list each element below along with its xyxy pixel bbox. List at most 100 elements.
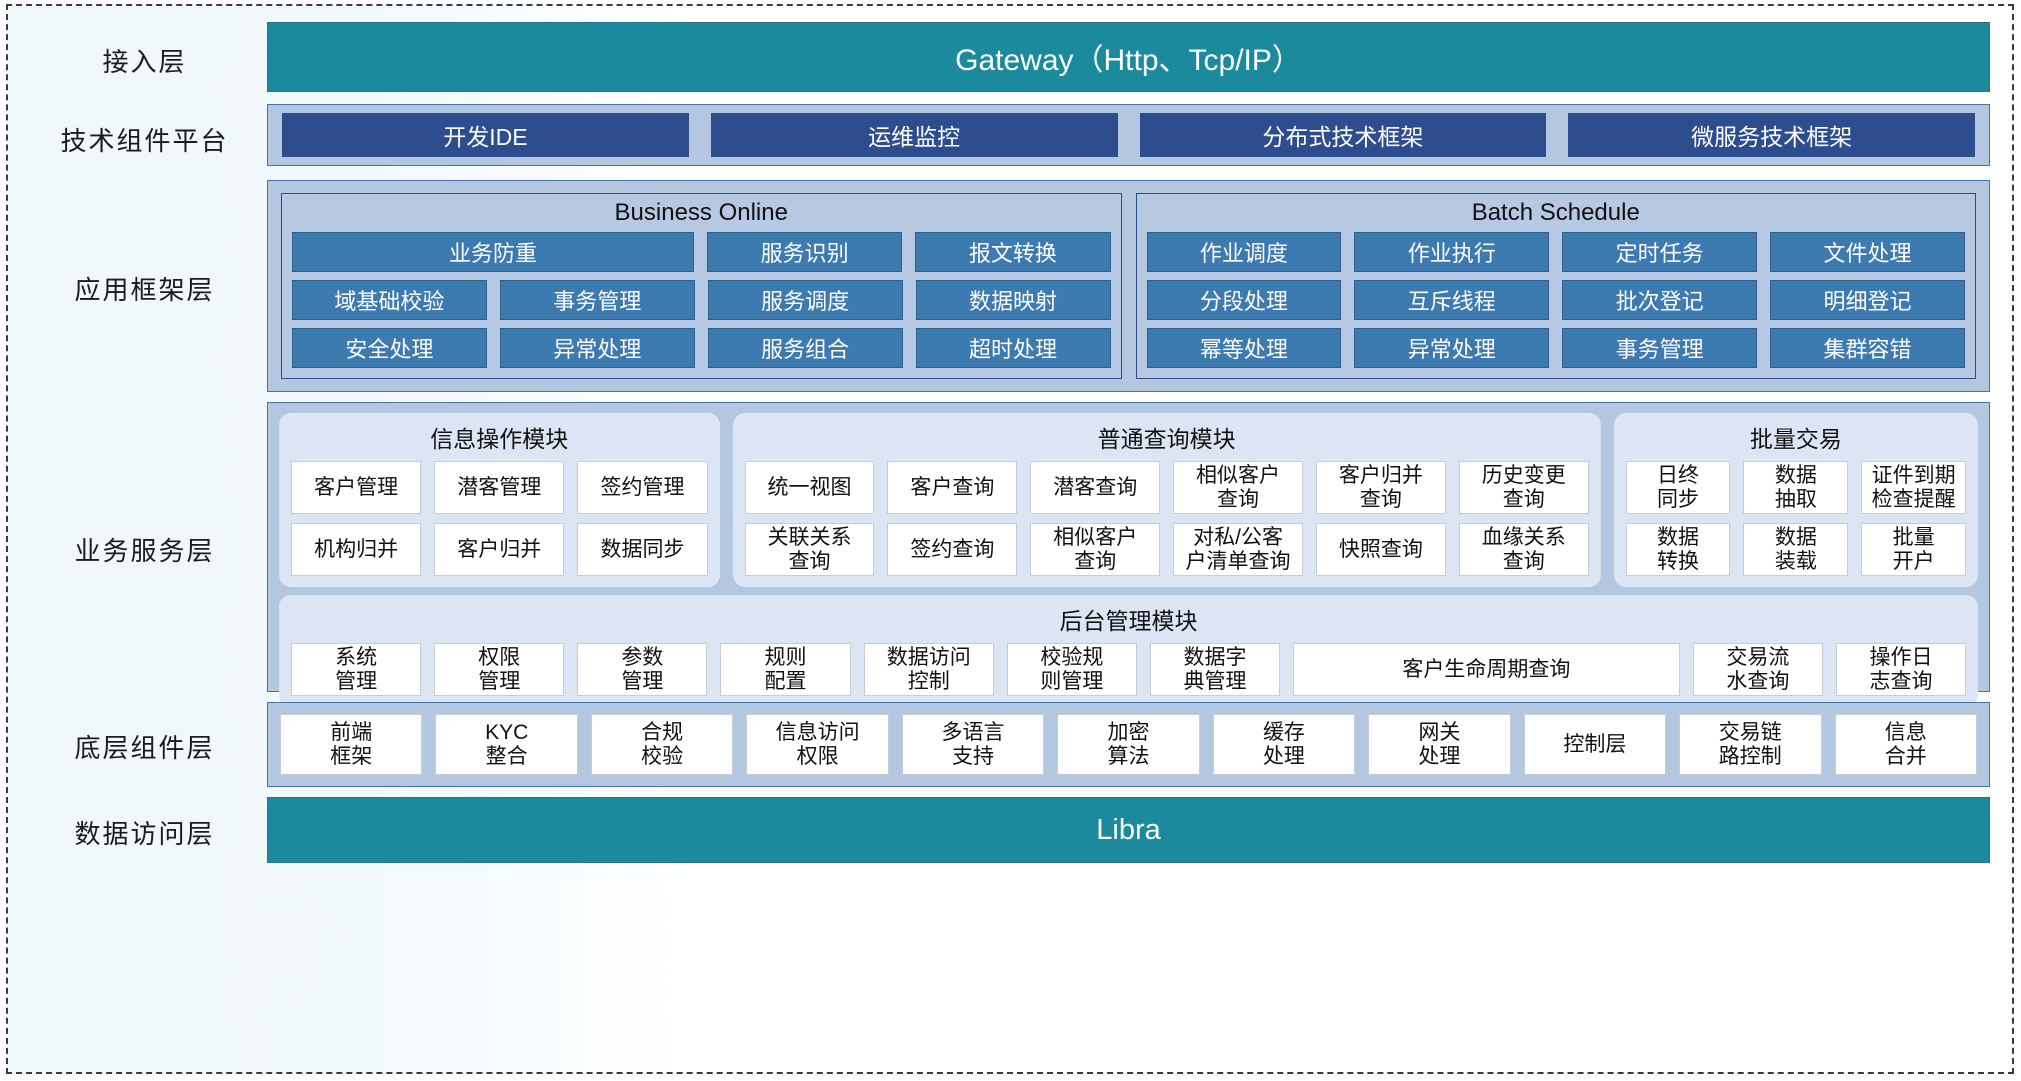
base-cell-gateway-handling[interactable]: 网关处理 [1368,714,1511,775]
base-cell-frontend-framework[interactable]: 前端框架 [280,714,423,775]
svc-cell-similar-customer-query[interactable]: 相似客户查询 [1173,461,1303,515]
module-common-query: 普通查询模块 统一视图 客户查询 潜客查询 相似客户查询 客户归并查询 历史变更… [732,413,1601,588]
tech-item-microservice-framework[interactable]: 微服务技术框架 [1568,113,1975,157]
fw-cell-detail-registration[interactable]: 明细登记 [1770,280,1965,320]
layer-data-access: 数据访问层 Libra [22,797,1990,867]
svc-cell-operation-log-query[interactable]: 操作日志查询 [1835,643,1967,697]
fw-cell-data-mapping[interactable]: 数据映射 [915,280,1111,320]
svc-cell-id-expiry-reminder[interactable]: 证件到期检查提醒 [1861,461,1966,515]
fw-cell-idempotent-handling[interactable]: 幂等处理 [1146,328,1342,368]
base-cell-encryption-algorithm[interactable]: 加密算法 [1057,714,1200,775]
svc-cell-permission-mgmt[interactable]: 权限管理 [434,643,565,697]
tech-item-distributed-framework[interactable]: 分布式技术框架 [1139,113,1547,157]
svc-cell-customer-lifecycle-query[interactable]: 客户生命周期查询 [1293,643,1680,697]
layer-tech-platform: 技术组件平台 开发IDE 运维监控 分布式技术框架 微服务技术框架 [22,104,1990,174]
business-service-band: 信息操作模块 客户管理 潜客管理 签约管理 机构归并 客户归并 [267,402,1990,708]
fw-cell-security-handling[interactable]: 安全处理 [292,328,487,368]
base-cell-cache-handling[interactable]: 缓存处理 [1212,714,1356,775]
module-row: 统一视图 客户查询 潜客查询 相似客户查询 客户归并查询 历史变更查询 [744,461,1589,515]
fw-cell-segment-processing[interactable]: 分段处理 [1146,280,1342,320]
tech-platform-band: 开发IDE 运维监控 分布式技术框架 微服务技术框架 [267,104,1990,166]
fw-cell-job-schedule[interactable]: 作业调度 [1146,232,1342,272]
svc-cell-customer-merge[interactable]: 客户归并 [434,523,565,577]
svc-cell-data-sync[interactable]: 数据同步 [577,523,708,577]
svc-cell-rule-config[interactable]: 规则配置 [720,643,851,697]
layer-label-business-service: 业务服务层 [74,536,215,567]
svc-cell-private-public-list-query[interactable]: 对私/公客户清单查询 [1173,523,1303,577]
svc-cell-parameter-mgmt[interactable]: 参数管理 [577,643,708,697]
fw-cell-service-identify[interactable]: 服务识别 [707,232,903,272]
svc-cell-org-merge[interactable]: 机构归并 [291,523,422,577]
fw-cell-mutex-thread[interactable]: 互斥线程 [1354,280,1550,320]
fw-cell-exception-handling-batch[interactable]: 异常处理 [1354,328,1550,368]
fw-cell-transaction-mgmt-batch[interactable]: 事务管理 [1562,328,1758,368]
module-row: 机构归并 客户归并 数据同步 [291,523,708,577]
fw-cell-service-composition[interactable]: 服务组合 [707,328,903,368]
framework-row: 作业调度 作业执行 定时任务 文件处理 [1146,232,1965,272]
tech-item-ops-monitor[interactable]: 运维监控 [710,113,1118,157]
fw-cell-file-processing[interactable]: 文件处理 [1770,232,1965,272]
svc-cell-validation-rule-mgmt[interactable]: 校验规则管理 [1006,643,1137,697]
svc-cell-lineage-query[interactable]: 血缘关系查询 [1458,523,1589,577]
svc-cell-prospect-mgmt[interactable]: 潜客管理 [434,461,565,515]
base-cell-info-merge[interactable]: 信息合并 [1834,714,1977,775]
svc-cell-similar-customer-query-2[interactable]: 相似客户查询 [1030,523,1161,577]
fw-cell-exception-handling[interactable]: 异常处理 [499,328,695,368]
base-cell-control-layer[interactable]: 控制层 [1523,714,1667,775]
base-cell-compliance-check[interactable]: 合规校验 [590,714,734,775]
layer-app-framework: 应用框架层 Business Online 业务防重 服务识别 报文转换 域 [22,180,1990,396]
svc-cell-contract-query[interactable]: 签约查询 [887,523,1018,577]
svc-cell-customer-merge-query[interactable]: 客户归并查询 [1315,461,1446,515]
module-admin-management: 后台管理模块 系统管理 权限管理 参数管理 规则配置 数据访问控制 校验规则管理… [279,595,1978,708]
module-row: 系统管理 权限管理 参数管理 规则配置 数据访问控制 校验规则管理 数据字典管理… [291,643,1967,697]
framework-row: 幂等处理 异常处理 事务管理 集群容错 [1146,328,1965,368]
fw-cell-batch-registration[interactable]: 批次登记 [1562,280,1758,320]
base-cell-transaction-chain-control[interactable]: 交易链路控制 [1679,714,1822,775]
svc-cell-prospect-query[interactable]: 潜客查询 [1030,461,1161,515]
layer-label-base-components: 底层组件层 [74,734,215,764]
module-title-batch-transaction: 批量交易 [1749,426,1842,452]
tech-item-ide[interactable]: 开发IDE [282,113,689,157]
gateway-bar: Gateway（Http、Tcp/IP） [267,22,1990,92]
fw-cell-service-dispatch[interactable]: 服务调度 [707,280,903,320]
libra-bar: Libra [267,797,1990,863]
framework-row: 业务防重 服务识别 报文转换 [292,232,1111,272]
base-cell-info-access-permission[interactable]: 信息访问权限 [746,714,889,775]
layers-container: 接入层 Gateway（Http、Tcp/IP） 技术组件平台 开发IDE 运维… [8,6,2012,1072]
fw-cell-job-execute[interactable]: 作业执行 [1354,232,1550,272]
svc-cell-history-change-query[interactable]: 历史变更查询 [1458,461,1589,515]
svc-cell-customer-mgmt[interactable]: 客户管理 [291,461,422,515]
layer-label-tech-platform: 技术组件平台 [60,126,229,157]
svc-cell-contract-mgmt[interactable]: 签约管理 [577,461,708,515]
module-row: 客户管理 潜客管理 签约管理 [291,461,708,515]
fw-cell-transaction-mgmt[interactable]: 事务管理 [499,280,695,320]
svc-cell-relation-query[interactable]: 关联关系查询 [744,523,875,577]
svc-cell-data-dictionary-mgmt[interactable]: 数据字典管理 [1149,643,1281,697]
svc-cell-batch-account-open[interactable]: 批量开户 [1861,523,1966,577]
svc-cell-unified-view[interactable]: 统一视图 [744,461,875,515]
group-title-business-online: Business Online [614,199,788,226]
fw-cell-cluster-fault-tolerance[interactable]: 集群容错 [1770,328,1965,368]
svc-cell-snapshot-query[interactable]: 快照查询 [1315,523,1446,577]
group-business-online: Business Online 业务防重 服务识别 报文转换 域基础校验 事务管… [281,193,1122,379]
module-row: 关联关系查询 签约查询 相似客户查询 对私/公客户清单查询 快照查询 血缘关系查… [744,523,1589,577]
fw-cell-domain-validation[interactable]: 域基础校验 [292,280,487,320]
svc-cell-eod-sync[interactable]: 日终同步 [1625,461,1731,515]
svc-cell-system-mgmt[interactable]: 系统管理 [291,643,422,697]
svc-cell-data-access-control[interactable]: 数据访问控制 [863,643,994,697]
svc-cell-customer-query[interactable]: 客户查询 [887,461,1018,515]
layer-label-app-framework: 应用框架层 [74,275,215,306]
svc-cell-transaction-flow-query[interactable]: 交易流水查询 [1692,643,1823,697]
fw-cell-business-dedup[interactable]: 业务防重 [292,232,695,272]
fw-cell-message-transform[interactable]: 报文转换 [915,232,1111,272]
svc-cell-data-load[interactable]: 数据装载 [1743,523,1849,577]
fw-cell-timed-task[interactable]: 定时任务 [1562,232,1758,272]
base-cell-multilanguage-support[interactable]: 多语言支持 [901,714,1045,775]
framework-row: 域基础校验 事务管理 服务调度 数据映射 [292,280,1111,320]
svc-cell-data-extract[interactable]: 数据抽取 [1743,461,1849,515]
svc-cell-data-transform[interactable]: 数据转换 [1625,523,1731,577]
fw-cell-timeout-handling[interactable]: 超时处理 [915,328,1111,368]
